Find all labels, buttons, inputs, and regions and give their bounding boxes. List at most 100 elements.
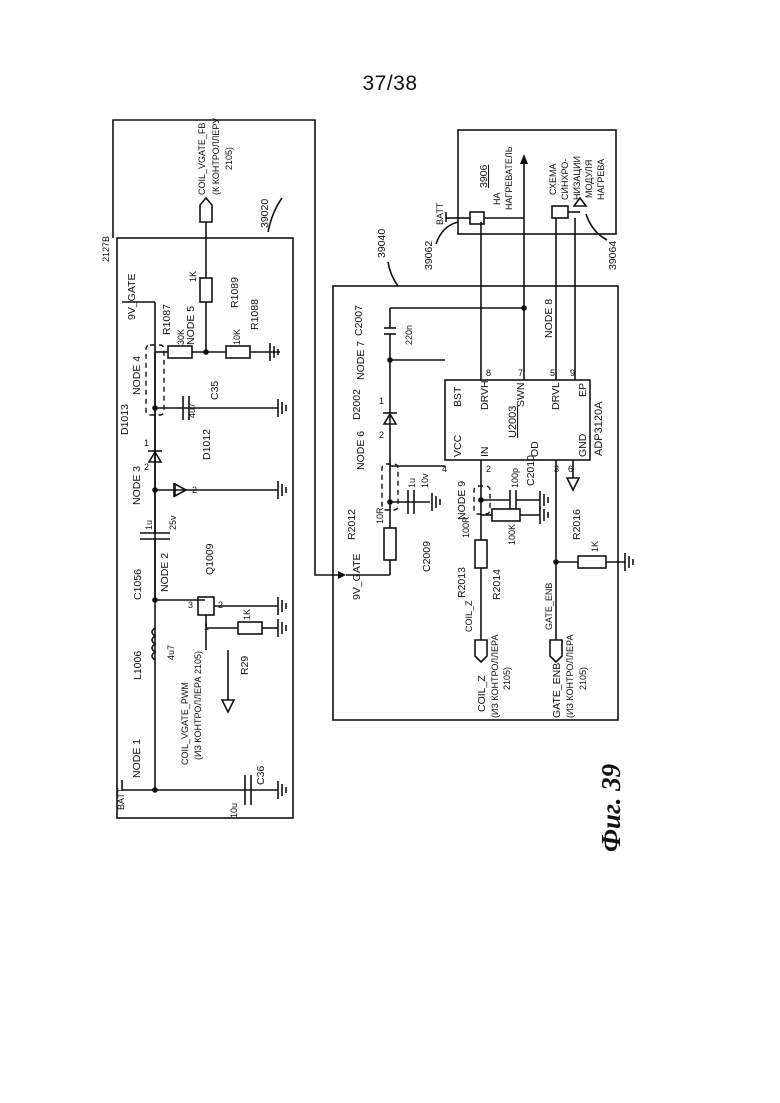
mosfet-icon — [552, 206, 568, 218]
r2016-label: R2016 — [571, 509, 583, 540]
r2016-resistor — [578, 556, 606, 568]
node1-label: NODE 1 — [131, 739, 143, 778]
pwm-signal: COIL_VGATE_PWM — [180, 682, 190, 765]
c36-value: 10u — [229, 803, 239, 818]
r2014-label: R2014 — [491, 569, 503, 600]
svg-text:25v: 25v — [168, 515, 178, 530]
svg-text:COIL_Z: COIL_Z — [476, 675, 488, 712]
d1013-label: D1013 — [119, 404, 131, 435]
svg-text:5: 5 — [550, 368, 555, 378]
batt-label-left: BATT — [116, 787, 126, 810]
l1006-value: 4u7 — [166, 645, 176, 660]
heater-module: 3906 НА НАГРЕВАТЕЛЬ СХЕМА СИНХРО- НИЗАЦИ… — [423, 130, 619, 270]
svg-text:DRVH: DRVH — [479, 380, 491, 410]
r1087-label: R1087 — [161, 304, 173, 335]
ground-icon — [432, 493, 440, 511]
svg-text:100R: 100R — [461, 516, 471, 538]
svg-text:2105): 2105) — [502, 667, 512, 690]
r1087-resistor — [168, 346, 192, 358]
l1006-label: L1006 — [132, 651, 144, 680]
node4-label: NODE 4 — [131, 356, 143, 395]
arrow-icon — [520, 154, 528, 164]
svg-text:МОДУЛЯ: МОДУЛЯ — [584, 160, 594, 198]
r2013-resistor — [475, 540, 487, 568]
svg-text:OD: OD — [529, 441, 541, 457]
fb-signal: COIL_VGATE_FB — [197, 123, 207, 195]
c1056-label: C1056 — [132, 569, 144, 600]
svg-text:2: 2 — [218, 600, 223, 610]
svg-text:(ИЗ КОНТРОЛЛЕРА: (ИЗ КОНТРОЛЛЕРА — [490, 635, 500, 718]
svg-text:(К КОНТРОЛЛЕРУ: (К КОНТРОЛЛЕРУ — [211, 118, 221, 195]
heater-module-id: 3906 — [478, 164, 490, 188]
svg-text:EP: EP — [577, 383, 589, 397]
svg-text:3: 3 — [188, 600, 193, 610]
svg-text:1: 1 — [379, 396, 384, 406]
r29-label: R29 — [239, 656, 251, 675]
svg-text:SWN: SWN — [515, 383, 527, 408]
vgate-label-left: 9V_GATE — [126, 274, 138, 321]
coil-z-signal: COIL_Z — [464, 600, 474, 632]
svg-text:2105): 2105) — [224, 147, 234, 170]
r1088-resistor — [226, 346, 250, 358]
svg-text:1u: 1u — [407, 478, 417, 488]
svg-text:1K: 1K — [188, 271, 198, 282]
node7-label: NODE 7 — [355, 341, 367, 380]
gate-enb-signal: GATE_ENB — [544, 583, 554, 630]
right-block: 39040 9V_GATE R2012 10R 1u 10v C2009 NOD… — [333, 154, 633, 720]
svg-text:НА: НА — [492, 192, 502, 205]
node3-label: NODE 3 — [131, 466, 143, 505]
svg-text:10v: 10v — [420, 473, 430, 488]
node5-label: NODE 5 — [185, 306, 197, 345]
svg-text:GATE_ENB: GATE_ENB — [551, 663, 563, 718]
label-39040: 39040 — [376, 229, 388, 258]
u2003-ref: U2003 — [507, 406, 519, 438]
svg-text:GND: GND — [577, 433, 589, 457]
c2010-label: C2010 — [525, 455, 537, 486]
svg-text:СИНХРО-: СИНХРО- — [560, 159, 570, 200]
q1009-label: Q1009 — [204, 543, 216, 575]
svg-text:2: 2 — [379, 430, 384, 440]
svg-text:DRVL: DRVL — [550, 382, 562, 410]
svg-text:4: 4 — [442, 464, 447, 474]
d2002-label: D2002 — [351, 389, 363, 420]
svg-text:4u7: 4u7 — [187, 403, 197, 418]
node6-label: NODE 6 — [355, 431, 367, 470]
c2009-label: C2009 — [421, 541, 433, 572]
ground-icon — [278, 597, 286, 615]
r2012-resistor — [384, 528, 396, 560]
mosfet-icon — [470, 212, 484, 224]
ref-39064: 39064 — [607, 241, 619, 270]
ground-icon — [278, 781, 286, 799]
svg-text:100p: 100p — [510, 468, 520, 488]
svg-text:НИЗАЦИИ: НИЗАЦИИ — [572, 156, 582, 200]
u2003-part: ADP3120A — [593, 401, 605, 456]
r2013-label: R2013 — [456, 567, 468, 598]
r29-resistor — [238, 622, 262, 634]
node2-label: NODE 2 — [159, 553, 171, 592]
ground-icon — [625, 553, 633, 571]
svg-text:IN: IN — [479, 447, 491, 458]
svg-text:2: 2 — [192, 485, 197, 495]
c2007-label: C2007 — [353, 305, 365, 336]
figure-caption: Фиг. 39 — [596, 763, 626, 852]
svg-text:СХЕМА: СХЕМА — [548, 164, 558, 196]
r1088-label: R1088 — [249, 299, 261, 330]
svg-text:BST: BST — [452, 386, 464, 407]
svg-text:220n: 220n — [404, 325, 414, 345]
node8-label: NODE 8 — [543, 299, 555, 338]
svg-text:8: 8 — [486, 368, 491, 378]
c36-label: C36 — [255, 766, 267, 785]
svg-text:2: 2 — [486, 464, 491, 474]
heater-batt: BATT — [435, 202, 445, 225]
ground-icon — [540, 491, 548, 509]
svg-text:НАГРЕВА: НАГРЕВА — [596, 159, 606, 200]
svg-text:2: 2 — [144, 462, 149, 472]
svg-text:100K: 100K — [507, 524, 517, 545]
ground-icon — [278, 481, 286, 499]
ground-icon — [540, 506, 548, 524]
svg-text:10R: 10R — [375, 507, 385, 524]
r2012-label: R2012 — [346, 509, 358, 540]
node9-label: NODE 9 — [456, 481, 468, 520]
ref-39062: 39062 — [423, 241, 435, 270]
